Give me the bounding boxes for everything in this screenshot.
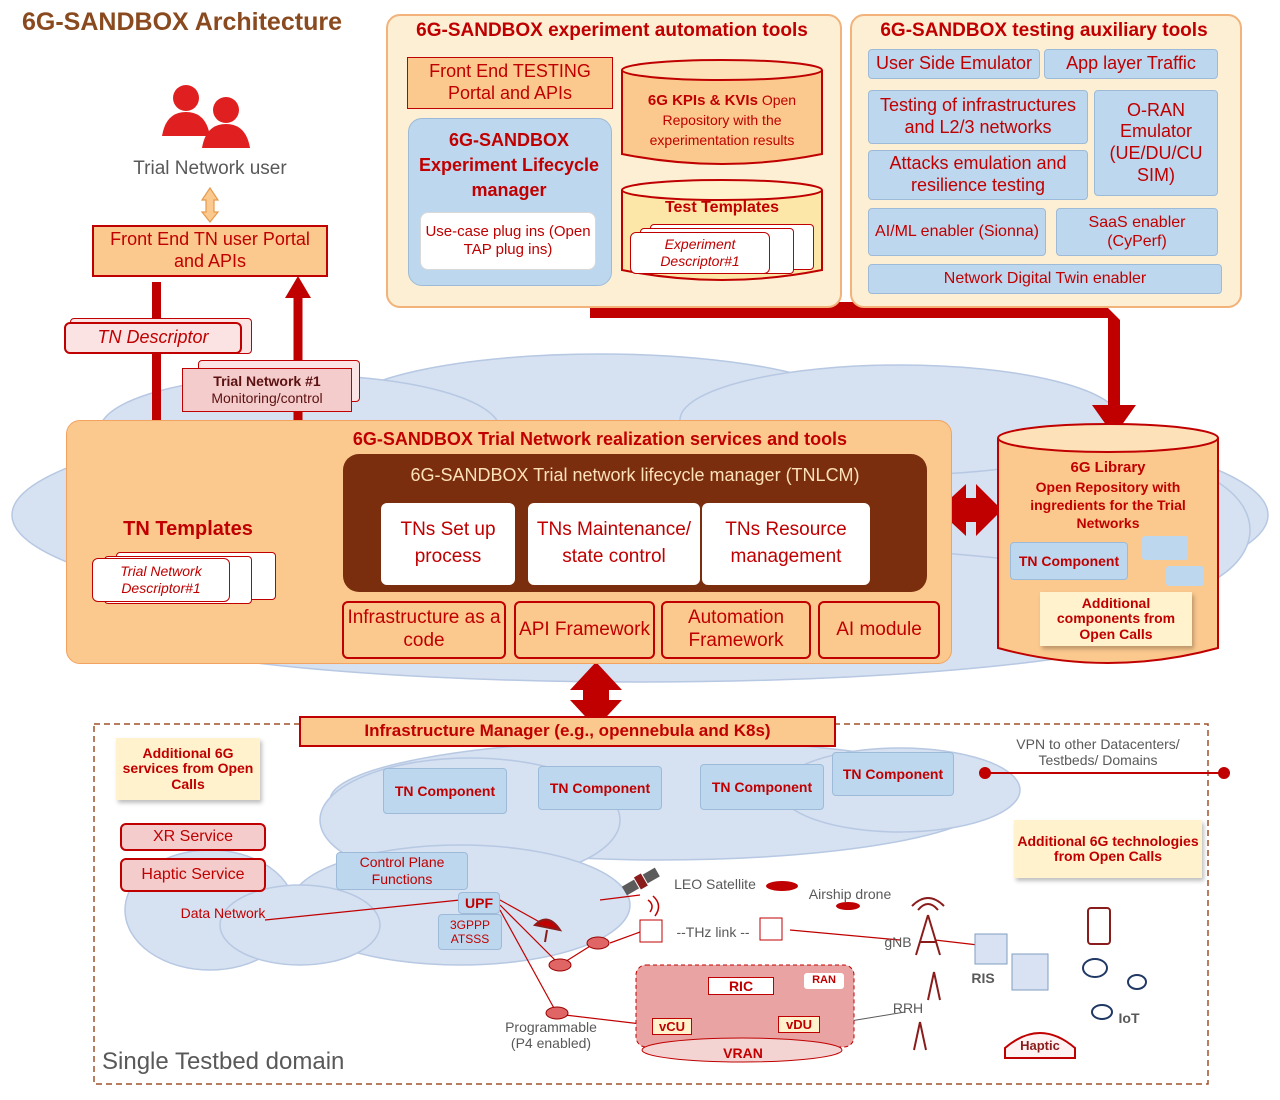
iot-label: IoT bbox=[1118, 1010, 1140, 1026]
satellite-icon bbox=[621, 867, 660, 896]
rrh-icon bbox=[913, 971, 941, 1051]
library-text: 6G Library Open Repository with ingredie… bbox=[1008, 458, 1208, 532]
ris-label: RIS bbox=[971, 970, 995, 986]
tn-component-1[interactable]: TN Component bbox=[383, 768, 507, 814]
kpi-repository-cylinder bbox=[621, 59, 823, 165]
user-side-emulator[interactable]: User Side Emulator bbox=[868, 49, 1040, 79]
oran-badge: RAN bbox=[804, 973, 844, 989]
experiment-descriptor-card[interactable]: Experiment Descriptor#1 bbox=[630, 232, 770, 274]
drone-icon bbox=[766, 881, 860, 910]
ai-ml-enabler[interactable]: AI/ML enabler (Sionna) bbox=[868, 208, 1046, 256]
trial-monitor-line2: Monitoring/control bbox=[211, 390, 323, 406]
ai-module[interactable]: AI module bbox=[818, 601, 940, 659]
page-title: 6G-SANDBOX Architecture bbox=[22, 8, 342, 36]
front-end-tn-portal[interactable]: Front End TN user Portal and APIs bbox=[92, 225, 328, 277]
test-templates-title: Test Templates bbox=[664, 199, 780, 216]
haptic-device-label: Haptic bbox=[1020, 1038, 1060, 1053]
tns-setup-process[interactable]: TNs Set up process bbox=[381, 503, 515, 585]
use-case-plugins[interactable]: Use-case plug ins (Open TAP plug ins) bbox=[420, 212, 596, 270]
tnlcm-title: 6G-SANDBOX Trial network lifecycle manag… bbox=[410, 465, 860, 485]
vdu-box[interactable]: vDU bbox=[778, 1016, 820, 1033]
haptic-service[interactable]: Haptic Service bbox=[120, 858, 266, 892]
airship-drone-label: Airship drone bbox=[808, 886, 892, 902]
library-additional-components: Additional components from Open Calls bbox=[1040, 592, 1192, 646]
additional-services-note: Additional 6G services from Open Calls bbox=[116, 738, 260, 800]
atsss-box[interactable]: 3GPPP ATSSS bbox=[438, 914, 502, 950]
oran-emulator[interactable]: O-RAN Emulator (UE/DU/CU SIM) bbox=[1094, 90, 1218, 196]
rrh-label: RRH bbox=[892, 1000, 924, 1016]
data-network-label: Data Network bbox=[180, 905, 266, 921]
haptic-device-icon bbox=[1004, 1032, 1076, 1059]
arrow-tools-to-library bbox=[590, 302, 1136, 436]
library-component-chip bbox=[1142, 536, 1188, 560]
trial-monitor-line1: Trial Network #1 bbox=[213, 373, 321, 390]
trial-monitoring-card[interactable]: Trial Network #1 Monitoring/control bbox=[182, 368, 352, 412]
realization-title: 6G-SANDBOX Trial Network realization ser… bbox=[352, 429, 848, 449]
ris-icon bbox=[974, 933, 1049, 991]
kpi-repository-bold: 6G KPIs & KVIs bbox=[647, 92, 758, 109]
arrow-user-frontend bbox=[200, 186, 220, 223]
library-tn-component[interactable]: TN Component bbox=[1010, 542, 1128, 580]
library-title: 6G Library bbox=[1070, 459, 1146, 476]
infrastructure-manager[interactable]: Infrastructure Manager (e.g., opennebula… bbox=[299, 716, 836, 747]
infrastructure-as-code[interactable]: Infrastructure as a code bbox=[342, 601, 506, 659]
ric-box[interactable]: RIC bbox=[708, 977, 774, 995]
automation-framework[interactable]: Automation Framework bbox=[661, 601, 811, 659]
tn-component-3[interactable]: TN Component bbox=[700, 764, 824, 810]
dish-icon bbox=[532, 918, 563, 943]
control-plane-functions[interactable]: Control Plane Functions bbox=[336, 852, 468, 890]
router-icon bbox=[545, 936, 610, 1020]
testbed-border bbox=[93, 723, 1209, 1085]
testing-infrastructures[interactable]: Testing of infrastructures and L2/3 netw… bbox=[868, 90, 1088, 144]
kpi-repository-text: 6G KPIs & KVIs Open Repository with the … bbox=[630, 90, 814, 150]
thz-link-label: --THz link -- bbox=[676, 924, 750, 940]
elm-title: 6G-SANDBOX Experiment Lifecycle manager bbox=[418, 130, 600, 201]
vran-label: VRAN bbox=[723, 1045, 763, 1061]
additional-technologies-note: Additional 6G technologies from Open Cal… bbox=[1014, 820, 1202, 878]
tn-templates-title: TN Templates bbox=[123, 518, 253, 540]
library-desc: Open Repository with ingredients for the… bbox=[1030, 478, 1186, 531]
programmable-label: Programmable (P4 enabled) bbox=[505, 1019, 597, 1051]
vpn-line bbox=[979, 767, 1230, 779]
saas-enabler[interactable]: SaaS enabler (CyPerf) bbox=[1056, 208, 1218, 256]
arrow-modules-infra bbox=[570, 662, 622, 728]
gnb-label: gNB bbox=[884, 934, 912, 950]
upf-box[interactable]: UPF bbox=[458, 892, 500, 914]
leo-satellite-label: LEO Satellite bbox=[674, 876, 756, 892]
arrow-tnlcm-library bbox=[938, 484, 1002, 536]
user-icon bbox=[162, 85, 250, 148]
iot-devices-icon bbox=[1082, 907, 1147, 1020]
aux-tools-title: 6G-SANDBOX testing auxiliary tools bbox=[880, 20, 1208, 41]
tn-component-4[interactable]: TN Component bbox=[832, 752, 954, 796]
vcu-box[interactable]: vCU bbox=[652, 1018, 692, 1035]
tns-maintenance[interactable]: TNs Maintenance/ state control bbox=[528, 503, 700, 585]
thz-icon bbox=[639, 917, 783, 943]
network-digital-twin[interactable]: Network Digital Twin enabler bbox=[868, 264, 1222, 294]
app-layer-traffic[interactable]: App layer Traffic bbox=[1044, 49, 1218, 79]
front-end-testing-portal[interactable]: Front End TESTING Portal and APIs bbox=[407, 57, 613, 109]
kpi-repository-rest: Open Repository with the experimentation… bbox=[649, 92, 797, 148]
single-testbed-label: Single Testbed domain bbox=[102, 1048, 345, 1075]
automation-tools-title: 6G-SANDBOX experiment automation tools bbox=[416, 20, 808, 41]
xr-service[interactable]: XR Service bbox=[120, 823, 266, 851]
tn-component-2[interactable]: TN Component bbox=[538, 766, 662, 810]
vpn-label: VPN to other Datacenters/ Testbeds/ Doma… bbox=[1016, 736, 1180, 768]
signal-icon bbox=[647, 895, 660, 917]
library-component-chip bbox=[1166, 566, 1204, 586]
gnb-tower-icon bbox=[911, 897, 945, 956]
trial-network-descriptor-card[interactable]: Trial Network Descriptor#1 bbox=[92, 558, 230, 602]
tns-resource-management[interactable]: TNs Resource management bbox=[702, 503, 870, 585]
vran-cloud bbox=[641, 1037, 843, 1063]
tn-descriptor-card[interactable]: TN Descriptor bbox=[64, 322, 242, 354]
api-framework[interactable]: API Framework bbox=[514, 601, 655, 659]
trial-network-user-label: Trial Network user bbox=[133, 158, 287, 179]
attacks-emulation[interactable]: Attacks emulation and resilience testing bbox=[868, 150, 1088, 200]
